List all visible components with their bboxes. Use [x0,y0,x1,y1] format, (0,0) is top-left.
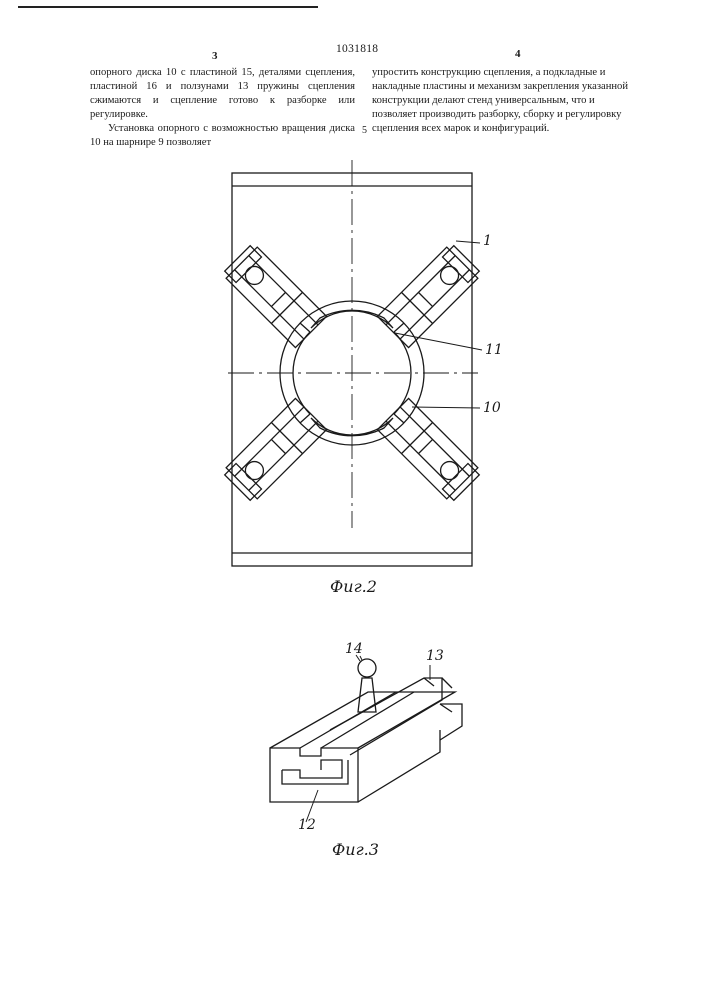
callout-slider: 13 [426,648,444,664]
slider-arm [377,243,482,348]
figure-2-caption: Фиг.2 [330,577,377,596]
fig3-leaders [306,655,430,822]
slider-arm [222,243,327,348]
callout-guide: 12 [298,817,316,833]
fig2-leaders [395,241,482,408]
callout-disk: 10 [483,400,501,416]
callout-handle: 14 [345,641,363,657]
slider-arm [377,398,482,503]
slider-arm [222,398,327,503]
figure-3-caption: Фиг.3 [332,840,379,859]
callout-frame: 1 [483,233,492,249]
callout-disk-slot: 11 [485,342,503,358]
fig3-block [270,656,462,802]
